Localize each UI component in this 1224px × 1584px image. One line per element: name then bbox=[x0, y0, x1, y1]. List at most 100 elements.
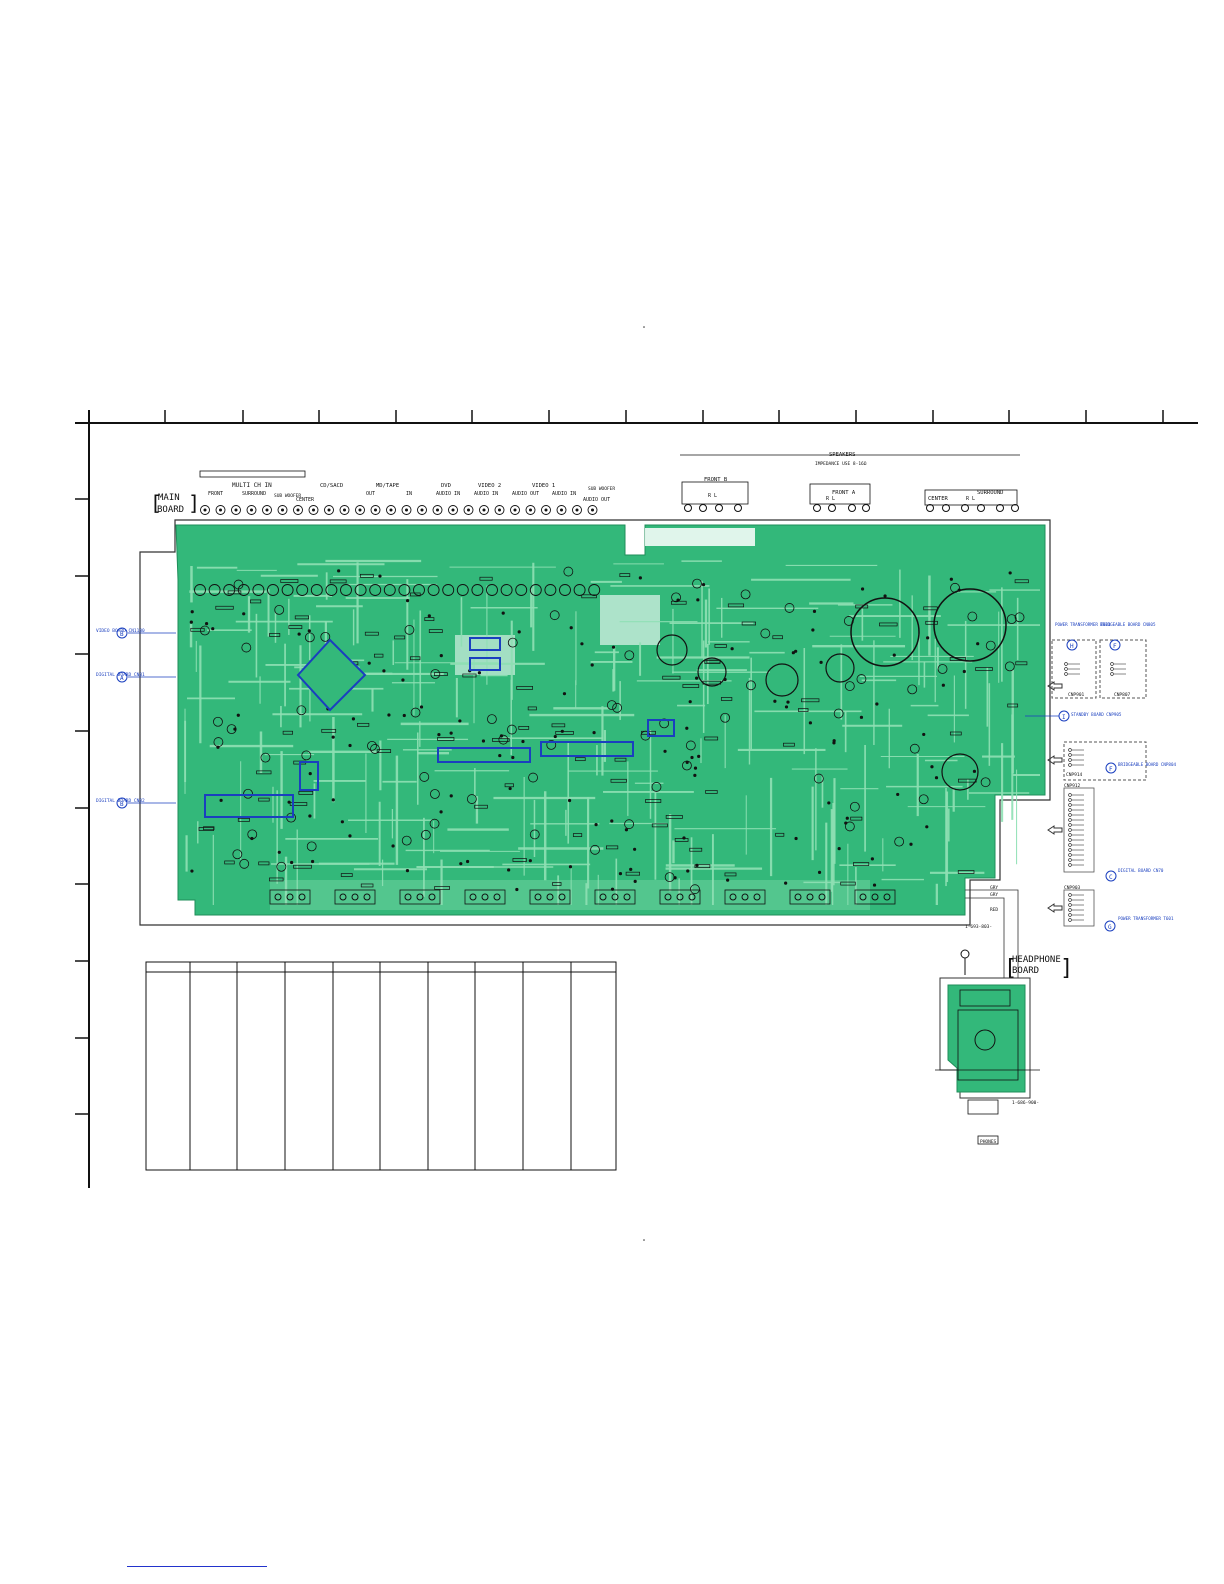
solder-pad bbox=[949, 577, 953, 581]
relay-pad bbox=[486, 584, 498, 596]
relay-pad bbox=[310, 584, 323, 596]
solder-pad bbox=[297, 632, 301, 636]
solder-pad bbox=[892, 653, 896, 657]
component-rect bbox=[321, 728, 337, 733]
solder-pad bbox=[808, 721, 813, 725]
solder-pad bbox=[859, 715, 864, 719]
component-rect bbox=[203, 826, 215, 831]
group-video1: VIDEO 1 bbox=[532, 483, 555, 489]
conn-digital-b: DIGITAL BOARD CN02 bbox=[96, 798, 145, 804]
pin-cnp912 bbox=[1068, 803, 1072, 807]
solder-pad bbox=[528, 859, 532, 863]
component-rect bbox=[801, 698, 820, 703]
solder-pad bbox=[697, 754, 701, 758]
solder-pad bbox=[730, 647, 734, 651]
component-rect bbox=[434, 886, 450, 890]
output-terminal bbox=[729, 893, 737, 901]
relay-pad bbox=[456, 584, 469, 596]
main-board-label: [ ] MAIN BOARD bbox=[150, 491, 200, 515]
component-circle bbox=[466, 794, 477, 804]
component-rect bbox=[298, 790, 314, 795]
solder-pad bbox=[872, 883, 877, 887]
component-circle bbox=[529, 829, 540, 840]
pcb-components bbox=[189, 566, 1029, 895]
component-circle bbox=[664, 872, 675, 883]
output-terminal bbox=[806, 893, 814, 901]
pcb-traces bbox=[184, 559, 1040, 905]
solder-pad bbox=[477, 671, 482, 675]
solder-pad bbox=[419, 705, 424, 709]
output-terminal bbox=[416, 893, 424, 901]
output-terminal-block bbox=[594, 889, 636, 905]
relay-pad bbox=[383, 584, 396, 596]
solder-pad bbox=[204, 622, 209, 626]
solder-pad bbox=[517, 630, 521, 634]
component-rect bbox=[741, 621, 756, 626]
solder-pad bbox=[690, 755, 694, 760]
wire-color-2: GRY bbox=[990, 892, 998, 898]
jack-center bbox=[327, 508, 331, 512]
component-circle bbox=[784, 603, 795, 613]
solder-pad bbox=[331, 798, 335, 802]
component-circle bbox=[301, 750, 312, 761]
component-rect bbox=[250, 599, 262, 604]
output-terminal bbox=[611, 893, 619, 901]
component-circle bbox=[498, 734, 509, 745]
svg-text:[: [ bbox=[150, 491, 162, 515]
solder-pad bbox=[387, 713, 391, 717]
pin-cnp912 bbox=[1068, 798, 1072, 802]
solder-pad bbox=[216, 745, 220, 749]
left-connectors: VIDEO BOARD CN1100 B DIGITAL BOARD CN01 … bbox=[96, 627, 176, 809]
solder-pad bbox=[930, 765, 934, 769]
component-circle bbox=[304, 632, 315, 643]
component-rect bbox=[258, 861, 270, 866]
solder-pad bbox=[569, 626, 573, 630]
component-rect bbox=[190, 627, 205, 632]
solder-pad bbox=[437, 733, 441, 737]
output-terminal bbox=[363, 893, 371, 901]
output-terminal bbox=[623, 893, 631, 901]
component-rect bbox=[581, 594, 597, 599]
component-circle bbox=[624, 650, 635, 661]
solder-pad bbox=[391, 844, 395, 848]
component-rect bbox=[772, 635, 783, 640]
sub-md-in: IN bbox=[406, 491, 412, 497]
solder-pad bbox=[922, 732, 926, 737]
grid-ticks-top bbox=[88, 410, 1164, 423]
component-rect bbox=[949, 657, 966, 661]
pin-cnp912 bbox=[1068, 808, 1072, 812]
solder-pad bbox=[925, 825, 929, 829]
component-circle bbox=[606, 700, 617, 711]
jack bbox=[386, 505, 396, 515]
component-rect bbox=[651, 823, 668, 828]
solder-pad bbox=[521, 739, 525, 744]
solder-pad bbox=[693, 773, 697, 777]
component-circle bbox=[430, 669, 441, 679]
conn-standby-letter: I bbox=[1062, 714, 1066, 721]
solder-pad bbox=[580, 642, 584, 646]
component-rect bbox=[551, 723, 566, 728]
solder-pad bbox=[701, 582, 706, 587]
component-circle bbox=[507, 724, 517, 735]
solder-pad bbox=[860, 587, 865, 591]
component-circle bbox=[367, 740, 377, 751]
sub-center: CENTER bbox=[296, 497, 315, 503]
relay-pad bbox=[208, 584, 221, 596]
speaker-terminal bbox=[942, 504, 950, 512]
group-cd: CD/SACD bbox=[320, 483, 343, 489]
component-circle bbox=[232, 849, 243, 860]
pin-cnp912 bbox=[1068, 848, 1072, 852]
component-rect bbox=[705, 790, 718, 794]
jack-center bbox=[544, 508, 548, 512]
speaker-terminal bbox=[848, 504, 856, 512]
component-circle bbox=[612, 702, 623, 713]
solder-pad bbox=[883, 594, 887, 598]
solder-pad bbox=[638, 576, 642, 580]
footer-link-underline[interactable] bbox=[127, 1566, 267, 1567]
component-rect bbox=[1007, 703, 1019, 708]
sub-dvd-in: AUDIO IN bbox=[436, 491, 460, 497]
jack-center bbox=[250, 508, 253, 512]
solder-pad bbox=[439, 654, 443, 658]
spk-center: CENTER bbox=[928, 496, 949, 502]
